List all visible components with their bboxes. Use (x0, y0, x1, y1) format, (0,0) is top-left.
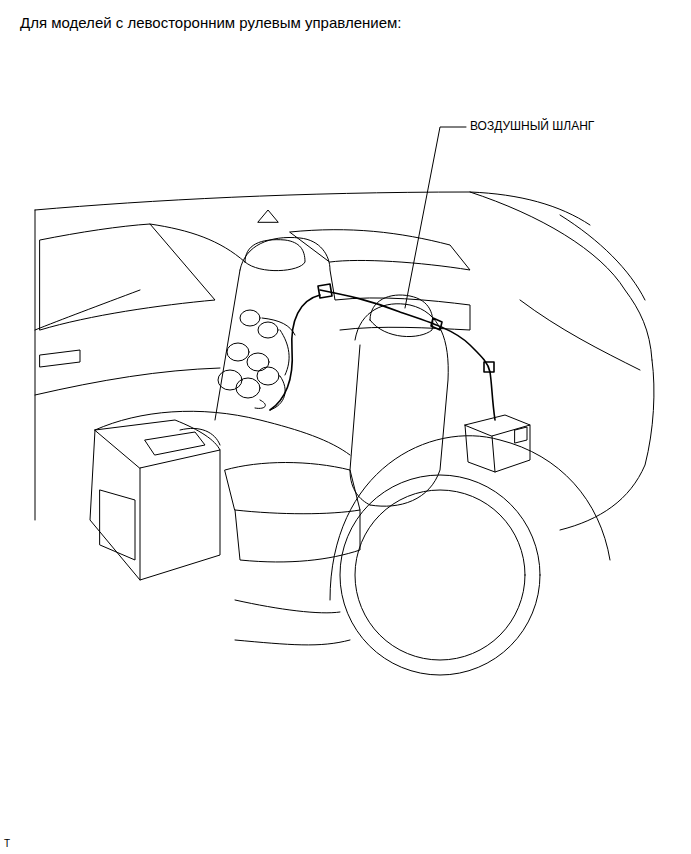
wheel-arch (330, 436, 610, 600)
text-slot: ВОЗДУШНЫЙ ШЛАНГ (470, 119, 594, 133)
pump-front (492, 436, 495, 472)
bladder (258, 322, 278, 338)
quarter-crease (520, 300, 640, 370)
bladder (218, 370, 242, 390)
console-lid (100, 490, 135, 560)
front-seat-base (235, 510, 360, 562)
bladder (247, 353, 269, 371)
console-front (140, 468, 141, 580)
rear-seat (95, 237, 470, 455)
front-seat (225, 295, 448, 562)
title: Для моделей с левосторонним рулевым упра… (20, 14, 402, 31)
console-top (95, 420, 220, 468)
console-panel (145, 432, 205, 455)
hose-clip (484, 362, 494, 372)
console-body (90, 430, 220, 580)
center-console (90, 420, 220, 580)
front-headrest (370, 295, 433, 337)
pillar (150, 224, 245, 262)
lower-sill (235, 640, 350, 645)
rear-wheel (330, 436, 610, 675)
bladder (236, 378, 260, 398)
text-slot: Для моделей с левосторонним рулевым упра… (20, 14, 402, 31)
rear-quarter (560, 360, 654, 530)
leader-line (405, 127, 466, 308)
roof-line (35, 192, 590, 225)
left-side (35, 210, 36, 520)
door-trim (35, 368, 220, 395)
front-seat-back (355, 304, 448, 506)
trunk-line (560, 215, 645, 300)
rear-cushion (95, 411, 350, 455)
antenna (258, 210, 278, 222)
car-body (35, 192, 654, 645)
figure-code: T (4, 838, 10, 849)
bladder (227, 343, 249, 361)
rear-seat-back (240, 237, 470, 330)
text-slot: T (4, 838, 10, 849)
bladder-tubes (255, 318, 295, 410)
rear-seat-side (215, 270, 240, 420)
air-hose (270, 284, 495, 420)
part-name: ВОЗДУШНЫЙ ШЛАНГ (470, 119, 594, 133)
pump-top (465, 415, 530, 436)
hose (490, 372, 495, 420)
rear-deck (470, 192, 652, 360)
hose (270, 295, 320, 410)
tire-inner (355, 490, 525, 660)
door-handle (40, 350, 80, 367)
hose (320, 290, 490, 372)
bladder (257, 367, 279, 385)
door-top (35, 290, 140, 330)
air-pump (465, 415, 530, 472)
rear-window (290, 230, 470, 270)
hose-clip (318, 284, 332, 298)
rocker-line (235, 600, 340, 613)
pump-connector (515, 427, 527, 443)
pump-body (465, 425, 530, 472)
hose-clip (431, 318, 442, 330)
door-window (40, 224, 215, 330)
front-cushion (225, 463, 360, 514)
rear-headrest (245, 240, 305, 271)
bladder (240, 310, 260, 326)
